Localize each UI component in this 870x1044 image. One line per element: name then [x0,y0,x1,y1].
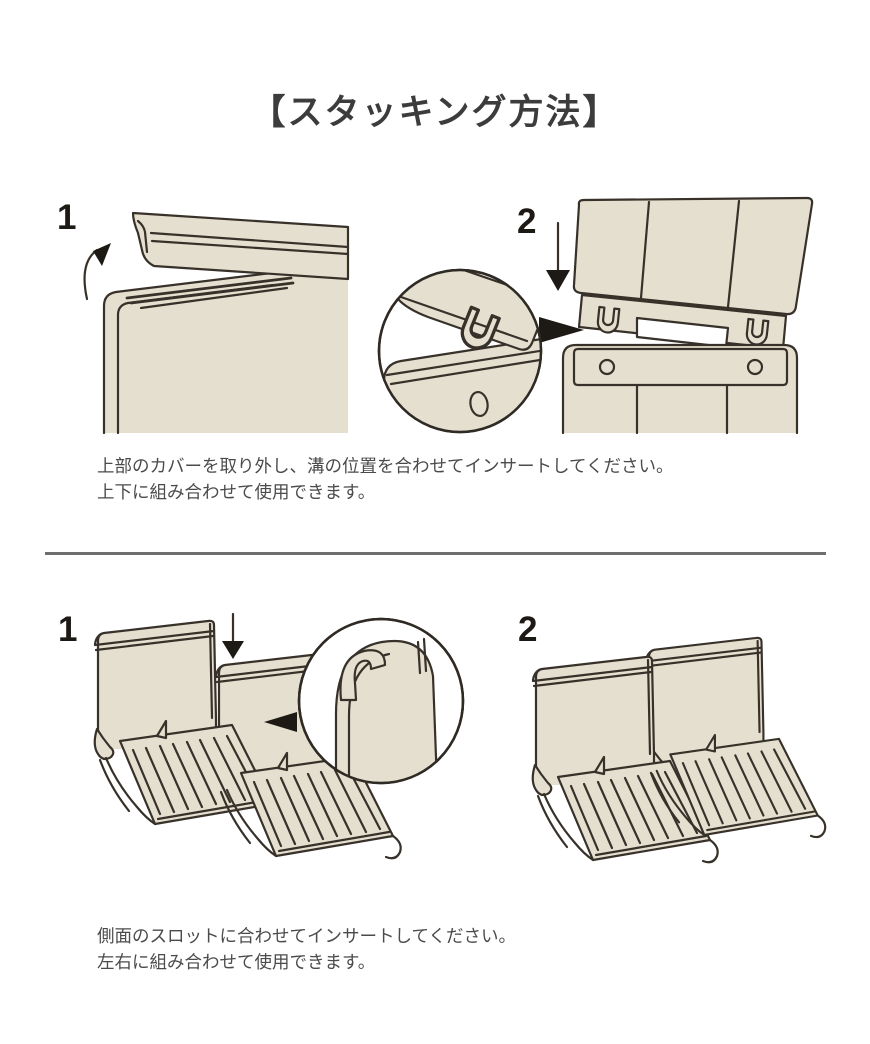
top-groove [125,276,295,310]
lifted-cover [131,211,350,281]
insert-direction-arrow-icon [539,317,584,343]
illustration-cover-removal [83,211,350,435]
illustration-side-by-side [531,636,827,864]
caption-horizontal-stacking: 側面のスロットに合わせてインサートしてください。 左右に組み合わせて使用できます… [97,923,516,975]
down-arrow-icon [546,221,570,291]
step-number-horizontal-2: 2 [518,610,538,649]
illustration-vertical-insert [377,196,814,435]
step-number-vertical-2: 2 [517,202,537,241]
curved-arrow-icon [83,243,111,301]
caption-line: 上部のカバーを取り外し、溝の位置を合わせてインサートしてください。 [97,456,674,476]
lower-unit [561,343,799,435]
magnifier-detail-icon [297,617,465,785]
caption-line: 上下に組み合わせて使用できます。 [97,482,376,502]
step-number-horizontal-1: 1 [58,610,78,649]
page-title: 【スタッキング方法】 [250,93,620,132]
insert-direction-arrow-icon [264,712,297,732]
section-divider [45,552,826,555]
magnifier-detail-icon [377,268,543,434]
step-number-vertical-1: 1 [57,198,77,237]
illustration-side-insert [93,612,465,860]
caption-line: 側面のスロットに合わせてインサートしてください。 [97,926,516,946]
down-arrow-icon [222,612,244,659]
caption-line: 左右に組み合わせて使用できます。 [97,952,376,972]
upper-unit [572,196,814,351]
caption-vertical-stacking: 上部のカバーを取り外し、溝の位置を合わせてインサートしてください。 上下に組み合… [97,453,673,505]
